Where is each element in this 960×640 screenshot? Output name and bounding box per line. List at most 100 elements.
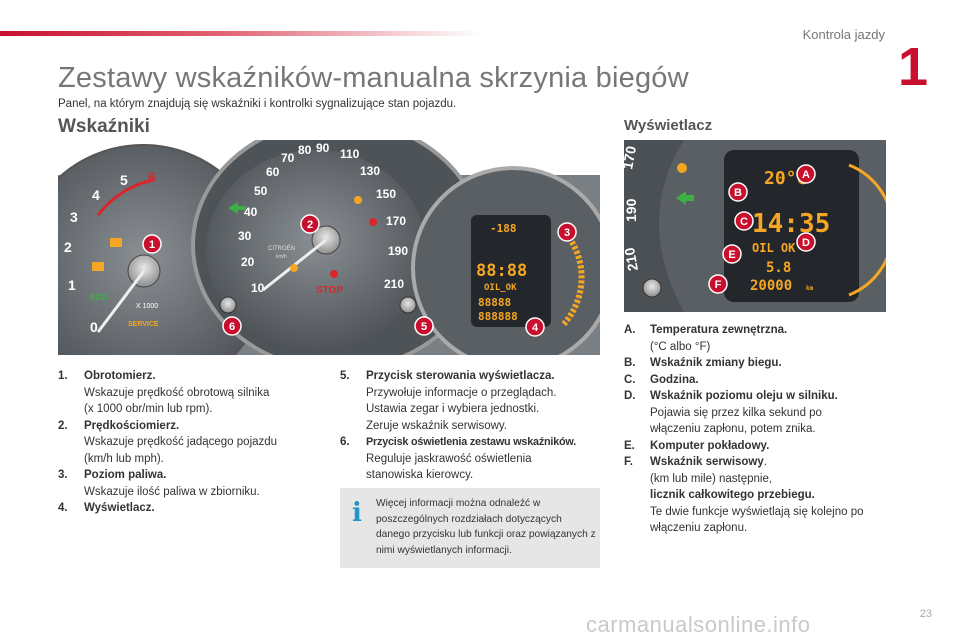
speed-tick: 210 [624, 246, 641, 272]
item-desc: stanowiska kierowcy. [366, 469, 474, 481]
heading-display: Wyświetlacz [624, 117, 713, 134]
item-desc: włączeniu zapłonu. [650, 522, 748, 534]
list-item: A.Temperatura zewnętrzna. (°C albo °F) [624, 322, 904, 355]
item-desc: Wskazuje ilość paliwa w zbiorniku. [84, 485, 260, 498]
header-accent-bar [0, 31, 480, 36]
callout-c: C [740, 216, 748, 228]
speed-tick: 80 [298, 143, 312, 157]
display-legend-list: A.Temperatura zewnętrzna. (°C albo °F) B… [624, 322, 904, 537]
item-desc: (°C albo °F) [650, 340, 711, 353]
list-item: 3.Poziom paliwa. Wskazuje ilość paliwa w… [58, 467, 328, 500]
list-item: C.Godzina. [624, 372, 904, 389]
stop-warning-label: STOP [316, 285, 343, 296]
speed-tick: 10 [251, 281, 265, 295]
item-desc-bold: licznik całkowitego przebiegu. [650, 489, 815, 501]
callout-f-icon [708, 274, 728, 294]
item-number: F. [624, 456, 633, 468]
fog-light-icon [290, 264, 298, 272]
speed-tick: 30 [238, 229, 252, 243]
brightness-button [219, 296, 237, 314]
item-number: 6. [340, 436, 350, 448]
lcd-odometer-readout: 888888 [478, 310, 518, 323]
speed-tick: 170 [624, 145, 639, 171]
item-title-suffix: . [763, 456, 767, 468]
tach-tick: 6 [148, 169, 156, 185]
tach-unit: X 1000 [136, 303, 158, 310]
speed-tick: 130 [360, 164, 380, 178]
item-number: 1. [58, 370, 68, 382]
speed-tick: 210 [384, 277, 404, 291]
item-desc: Przywołuje informacje o przeglądach. [366, 386, 557, 399]
lcd-display [471, 215, 551, 327]
page-number: 23 [919, 608, 932, 620]
tach-tick: 3 [70, 209, 78, 225]
page-title: Zestawy wskaźników-manualna skrzynia bie… [58, 62, 689, 94]
speed-tick: 20 [241, 255, 255, 269]
info-text: Więcej informacji można odnaleźć w poszc… [376, 498, 596, 556]
callout-2: 2 [307, 219, 313, 231]
button-legend-list: 5. Przycisk sterowania wyświetlacza. Przy… [340, 368, 610, 484]
speed-tick: 190 [388, 244, 408, 258]
callout-2-icon [300, 214, 320, 234]
speed-tick: 70 [281, 151, 295, 165]
item-number: B. [624, 357, 636, 369]
brand-label: CITROËN [268, 245, 295, 252]
info-icon: i [352, 498, 362, 528]
oil-readout: OIL OK [752, 241, 796, 255]
item-title: Temperatura zewnętrzna. [650, 324, 788, 336]
airbag-icon [330, 270, 338, 278]
callout-3-icon [557, 222, 577, 242]
callout-4: 4 [532, 322, 539, 334]
speed-tick: 170 [386, 214, 406, 228]
item-desc: (km lub mile) następnie, [650, 472, 773, 485]
item-desc: (x 1000 obr/min lub rpm). [84, 403, 213, 415]
callout-b: B [734, 187, 742, 199]
watermark: carmanualsonline.info [586, 612, 811, 637]
item-title: Przycisk sterowania wyświetlacza. [366, 370, 555, 382]
turn-left-icon [228, 202, 246, 214]
item-title: Wskaźnik serwisowy [650, 456, 764, 468]
callout-4-icon [525, 317, 545, 337]
speed-tick: 190 [624, 198, 639, 222]
item-number: E. [624, 439, 635, 452]
tach-redline [96, 178, 154, 216]
item-title: Wskaźnik poziomu oleju w silniku. [650, 390, 838, 402]
service-label: SERVICE [128, 321, 159, 328]
tach-tick: 1 [68, 277, 76, 293]
list-item: D.Wskaźnik poziomu oleju w silniku. Poja… [624, 388, 904, 438]
trip-computer-readout: 5.8 [766, 260, 791, 276]
chapter-number: 1 [897, 37, 928, 97]
list-item: F. Wskaźnik serwisowy. (km lub mile) nast… [624, 454, 904, 537]
item-number: 4. [58, 502, 68, 514]
speed-tick: 150 [376, 187, 396, 201]
item-title: Godzina. [650, 373, 699, 386]
item-number: 2. [58, 419, 68, 432]
item-title: Obrotomierz. [84, 370, 156, 382]
warning-light-icon [677, 163, 687, 173]
item-title: Komputer pokładowy. [650, 439, 770, 452]
gauge-legend-list: 1.Obrotomierz. Wskazuje prędkość obrotow… [58, 368, 328, 517]
list-item: 5. Przycisk sterowania wyświetlacza. Przy… [340, 368, 610, 434]
heading-gauges: Wskaźniki [58, 116, 150, 137]
callout-e-icon [722, 244, 742, 264]
item-title: Przycisk oświetlenia zestawu wskaźników. [366, 436, 577, 448]
display-control-button [642, 278, 662, 298]
callout-f: F [715, 279, 722, 291]
callout-6: 6 [229, 321, 235, 333]
odometer-readout: 20000 [750, 278, 792, 294]
tach-tick: 2 [64, 239, 72, 255]
item-title: Poziom paliwa. [84, 469, 167, 481]
warning-light-icon [354, 196, 362, 204]
clock-readout: 14:35 [752, 209, 830, 239]
item-title: Wyświetlacz. [84, 502, 155, 514]
callout-b-icon [728, 182, 748, 202]
item-title: Prędkościomierz. [84, 419, 180, 432]
speed-tick: 60 [266, 165, 280, 179]
item-number: 5. [340, 370, 350, 382]
speed-tick: 110 [340, 147, 360, 161]
list-item: 2.Prędkościomierz. Wskazuje prędkość jad… [58, 418, 328, 468]
eco-label: ECO [90, 293, 107, 302]
callout-c-icon [734, 211, 754, 231]
tach-needle [96, 270, 146, 333]
callout-a-icon [796, 164, 816, 184]
